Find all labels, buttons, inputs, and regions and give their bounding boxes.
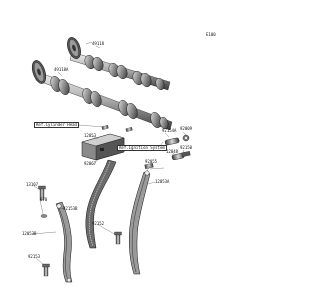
chain-guide-front <box>55 201 73 283</box>
callout-13107: 13107 <box>26 182 39 187</box>
lower-cam-sprocket <box>31 60 47 84</box>
lower-camshaft <box>31 60 173 131</box>
upper-cam-sprocket <box>67 37 81 59</box>
lower-cam-lobes <box>50 76 169 130</box>
leader-lines <box>31 45 187 266</box>
chain-guide-rear <box>128 163 154 275</box>
callout-12053b: 12053B <box>22 231 37 236</box>
callout-670: 670 <box>40 197 48 202</box>
guide-bolts <box>101 125 133 132</box>
ref-ignition-system: Ref.Ignition System <box>117 145 167 151</box>
callout-92153b: 92153B <box>63 206 78 211</box>
small-fasteners <box>38 185 122 277</box>
callout-49118a: 49118A <box>54 67 69 72</box>
callout-92067: 92067 <box>84 161 97 166</box>
parts-drawing <box>31 37 191 283</box>
callout-92009: 92009 <box>180 126 193 131</box>
callout-92152: 92152 <box>92 221 105 226</box>
callout-12053: 12053 <box>84 133 97 138</box>
ref-cylinder-head: Ref.Cylinder Head <box>34 122 79 128</box>
upper-cam-lobes <box>84 54 165 91</box>
callout-92150: 92150 <box>180 145 193 150</box>
diagram-code: E100 <box>206 32 216 37</box>
chain-guide-upper <box>81 133 125 161</box>
callout-92153: 92153 <box>28 254 41 259</box>
callout-12053a: 12053A <box>155 179 170 184</box>
timing-chain <box>85 159 117 249</box>
callout-12048: 12048 <box>166 149 179 154</box>
callout-92055: 92055 <box>145 159 158 164</box>
parts-diagram: E100 49118 49118A Ref.Cylinder Head 1205… <box>22 32 216 283</box>
callout-49118: 49118 <box>92 41 105 46</box>
callout-92154a: 92154A <box>162 128 177 133</box>
upper-camshaft <box>67 37 171 91</box>
